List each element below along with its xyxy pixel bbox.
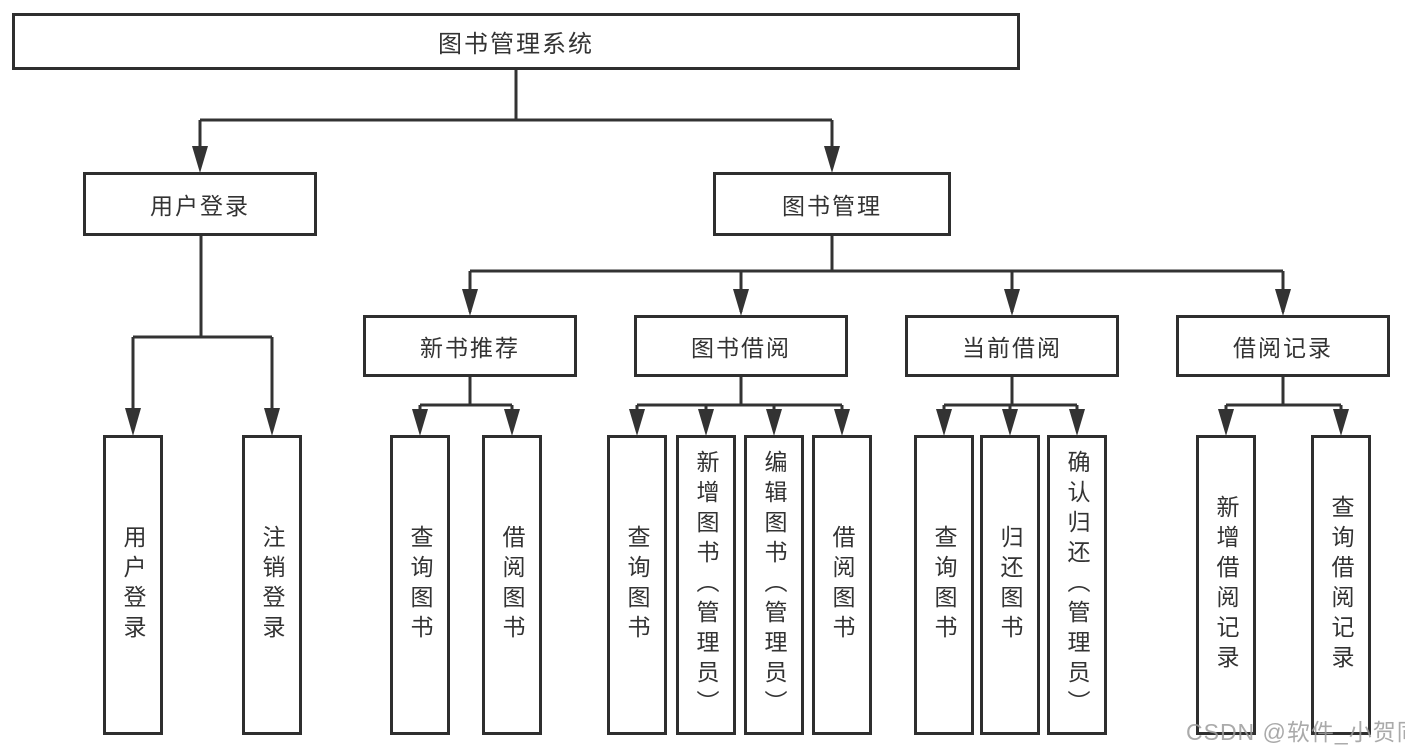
node-label: 借阅记录 xyxy=(1233,335,1333,361)
node-book-borrowing: 图书借阅 xyxy=(634,315,848,377)
leaf-query-books-current: 查询图书 xyxy=(914,435,974,735)
leaf-borrow-books-recommend: 借阅图书 xyxy=(482,435,542,735)
leaf-query-borrow-record: 查询借阅记录 xyxy=(1311,435,1371,735)
leaf-query-books-borrowing: 查询图书 xyxy=(607,435,667,735)
node-label: 图书管理系统 xyxy=(438,31,594,58)
node-current-borrowing: 当前借阅 xyxy=(905,315,1119,377)
leaf-user-login: 用户登录 xyxy=(103,435,163,735)
node-label: 新书推荐 xyxy=(420,335,520,361)
node-library-management-system: 图书管理系统 xyxy=(12,13,1020,70)
leaf-return-book: 归还图书 xyxy=(980,435,1040,735)
node-label: 图书管理 xyxy=(782,193,882,219)
node-book-management: 图书管理 xyxy=(713,172,951,236)
node-new-book-recommend: 新书推荐 xyxy=(363,315,577,377)
leaf-edit-book-admin: 编辑图书（管理员） xyxy=(744,435,804,735)
leaf-borrow-books-borrowing: 借阅图书 xyxy=(812,435,872,735)
node-label: 图书借阅 xyxy=(691,335,791,361)
leaf-query-books-recommend: 查询图书 xyxy=(390,435,450,735)
leaf-logout: 注销登录 xyxy=(242,435,302,735)
leaf-confirm-return-admin: 确认归还（管理员） xyxy=(1047,435,1107,735)
node-user-login: 用户登录 xyxy=(83,172,317,236)
arrowheads xyxy=(125,146,1349,436)
node-label: 用户登录 xyxy=(150,193,250,219)
leaf-add-book-admin: 新增图书（管理员） xyxy=(676,435,736,735)
node-label: 当前借阅 xyxy=(962,335,1062,361)
node-borrow-records: 借阅记录 xyxy=(1176,315,1390,377)
leaf-add-borrow-record: 新增借阅记录 xyxy=(1196,435,1256,735)
csdn-watermark: CSDN @软件_小贺同学 xyxy=(1186,719,1405,745)
